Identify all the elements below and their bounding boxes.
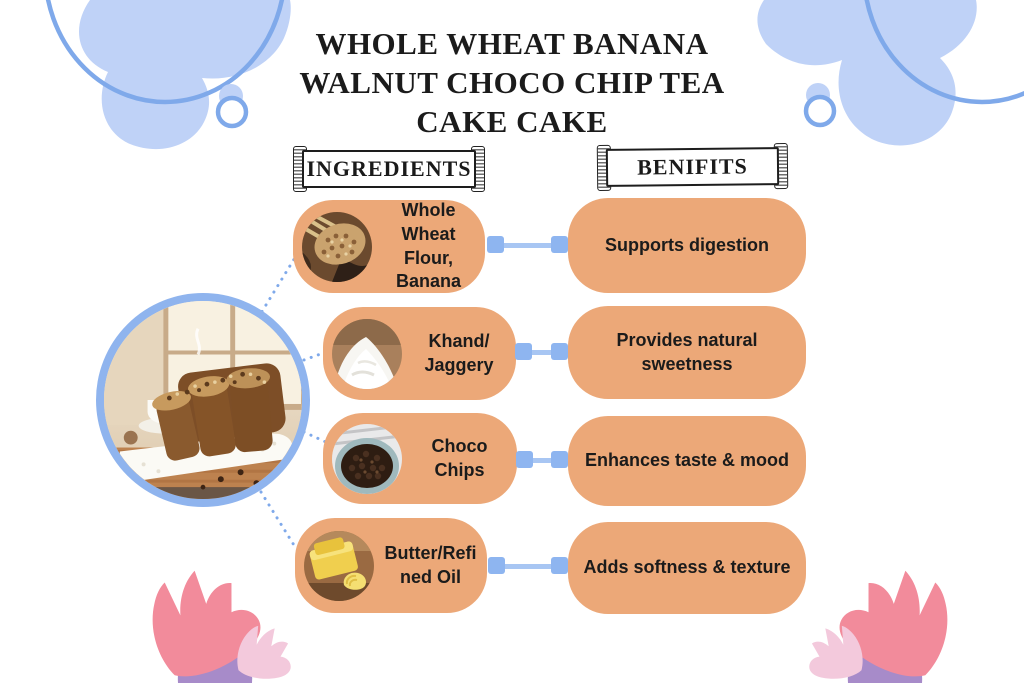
ingredient-label: Choco Chips (431, 435, 488, 480)
ingredient-pill: Butter/Refi ned Oil (295, 518, 487, 613)
benefit-label: Supports digestion (605, 234, 769, 255)
tea-cake-illustration (104, 301, 302, 499)
ingredient-label: Butter/Refi ned Oil (384, 542, 477, 587)
flower-decoration-bottom-left (152, 570, 291, 683)
connector-line (516, 451, 568, 469)
ingredient-pill: Whole Wheat Flour, Banana (293, 200, 485, 293)
benefit-label: Adds softness & texture (583, 557, 791, 578)
purple-blob (847, 641, 923, 683)
light-pink-flower (237, 625, 291, 679)
purple-blob (177, 641, 253, 683)
pink-flower (839, 570, 948, 677)
benefit-pill: Enhances taste & mood (568, 416, 806, 506)
benefits-header-label: BENIFITS (637, 153, 748, 180)
ingredient-pill: Khand/ Jaggery (323, 307, 516, 400)
choco-chips-photo (332, 423, 402, 494)
banner-body: INGREDIENTS (302, 150, 476, 188)
benefit-pill: Adds softness & texture (568, 522, 806, 614)
pink-flower (152, 570, 261, 677)
benefit-label: Provides natural sweetness (616, 329, 758, 374)
connector-line (515, 343, 568, 361)
page-title: WHOLE WHEAT BANANA WALNUT CHOCO CHIP TEA… (299, 26, 725, 139)
ingredient-label: Whole Wheat Flour, Banana (395, 199, 462, 292)
light-pink-flower (809, 625, 863, 679)
benefit-pill: Provides natural sweetness (568, 306, 806, 399)
ingredients-header-label: INGREDIENTS (306, 156, 472, 181)
ingredient-label: Khand/ Jaggery (424, 330, 494, 375)
whole-wheat-flour-banana-photo (302, 211, 372, 282)
dotted-line (259, 490, 299, 552)
benefit-label: Enhances taste & mood (584, 450, 790, 471)
banner-body: BENIFITS (605, 147, 780, 187)
connector-line (488, 557, 568, 575)
butter-refined-oil-photo (304, 530, 374, 601)
tea-cake-photo (96, 293, 310, 507)
flower-decoration-bottom-right (809, 570, 948, 683)
ingredients-banner: INGREDIENTS (293, 146, 485, 192)
benefits-banner: BENIFITS (596, 143, 789, 191)
ingredient-pill: Choco Chips (323, 413, 517, 504)
benefit-pill: Supports digestion (568, 198, 806, 293)
dotted-line (256, 254, 298, 320)
khand-jaggery-photo (332, 318, 402, 389)
connector-line (487, 236, 568, 254)
